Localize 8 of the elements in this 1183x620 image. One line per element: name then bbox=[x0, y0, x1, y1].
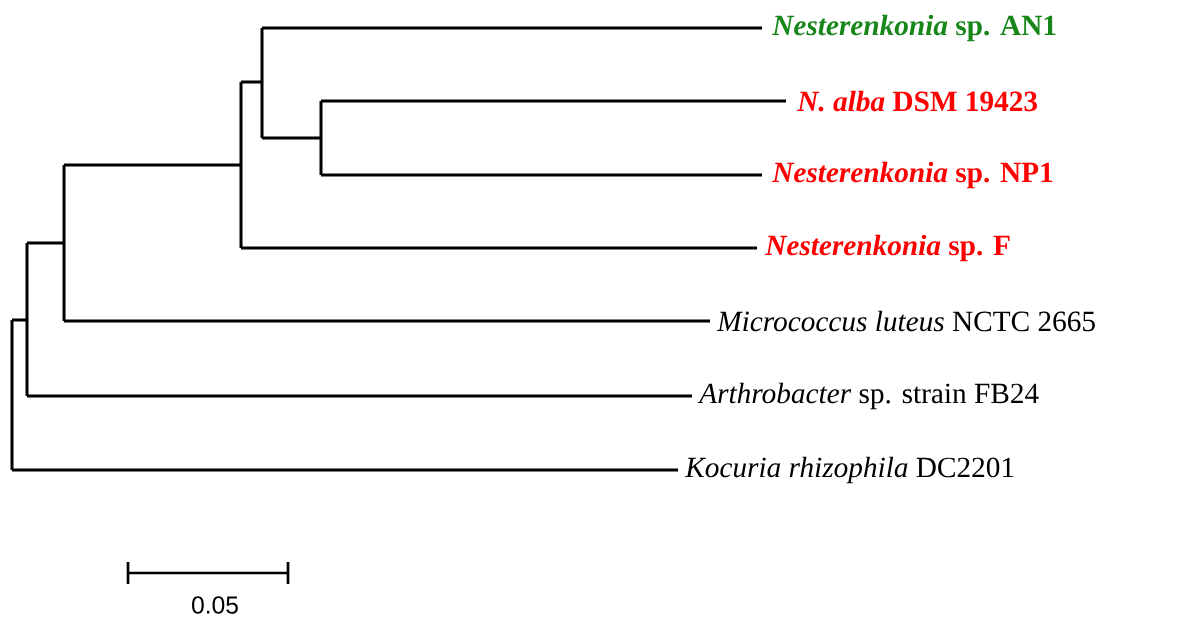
taxon-label: Nesterenkonia sp. F bbox=[764, 234, 1010, 262]
taxon-label: Arthrobacter sp. strain FB24 bbox=[697, 382, 1039, 410]
taxon-label: Kocuria rhizophila DC2201 bbox=[684, 456, 1014, 484]
taxon-label: Micrococcus luteus NCTC 2665 bbox=[716, 310, 1095, 332]
taxon-label: Nesterenkonia sp. AN1 bbox=[771, 14, 1056, 42]
scale-label: 0.05 bbox=[192, 596, 238, 614]
taxon-label: Nesterenkonia sp. NP1 bbox=[771, 161, 1053, 189]
taxon-label: N. alba DSM 19423 bbox=[796, 90, 1038, 112]
